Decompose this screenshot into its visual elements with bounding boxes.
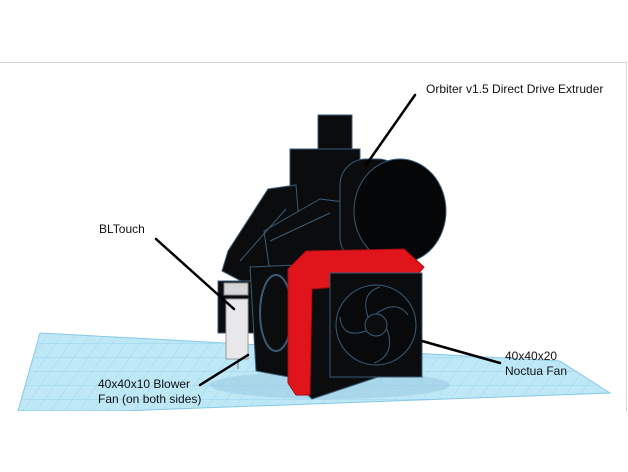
noctua-fan-label: 40x40x20 Noctua Fan (505, 349, 568, 378)
noctua-fan (329, 272, 423, 378)
extruder-motor (353, 158, 447, 264)
3d-viewport[interactable]: Orbiter v1.5 Direct Drive Extruder BLTou… (0, 62, 627, 411)
extruder-model-scene (17, 93, 612, 411)
blower-fan-label: 40x40x10 Blower Fan (on both sides) (98, 377, 202, 406)
hotend-assembly (217, 114, 447, 400)
extruder-label: Orbiter v1.5 Direct Drive Extruder (426, 82, 604, 96)
leader-line (154, 93, 502, 387)
bltouch-label: BLTouch (99, 222, 145, 236)
